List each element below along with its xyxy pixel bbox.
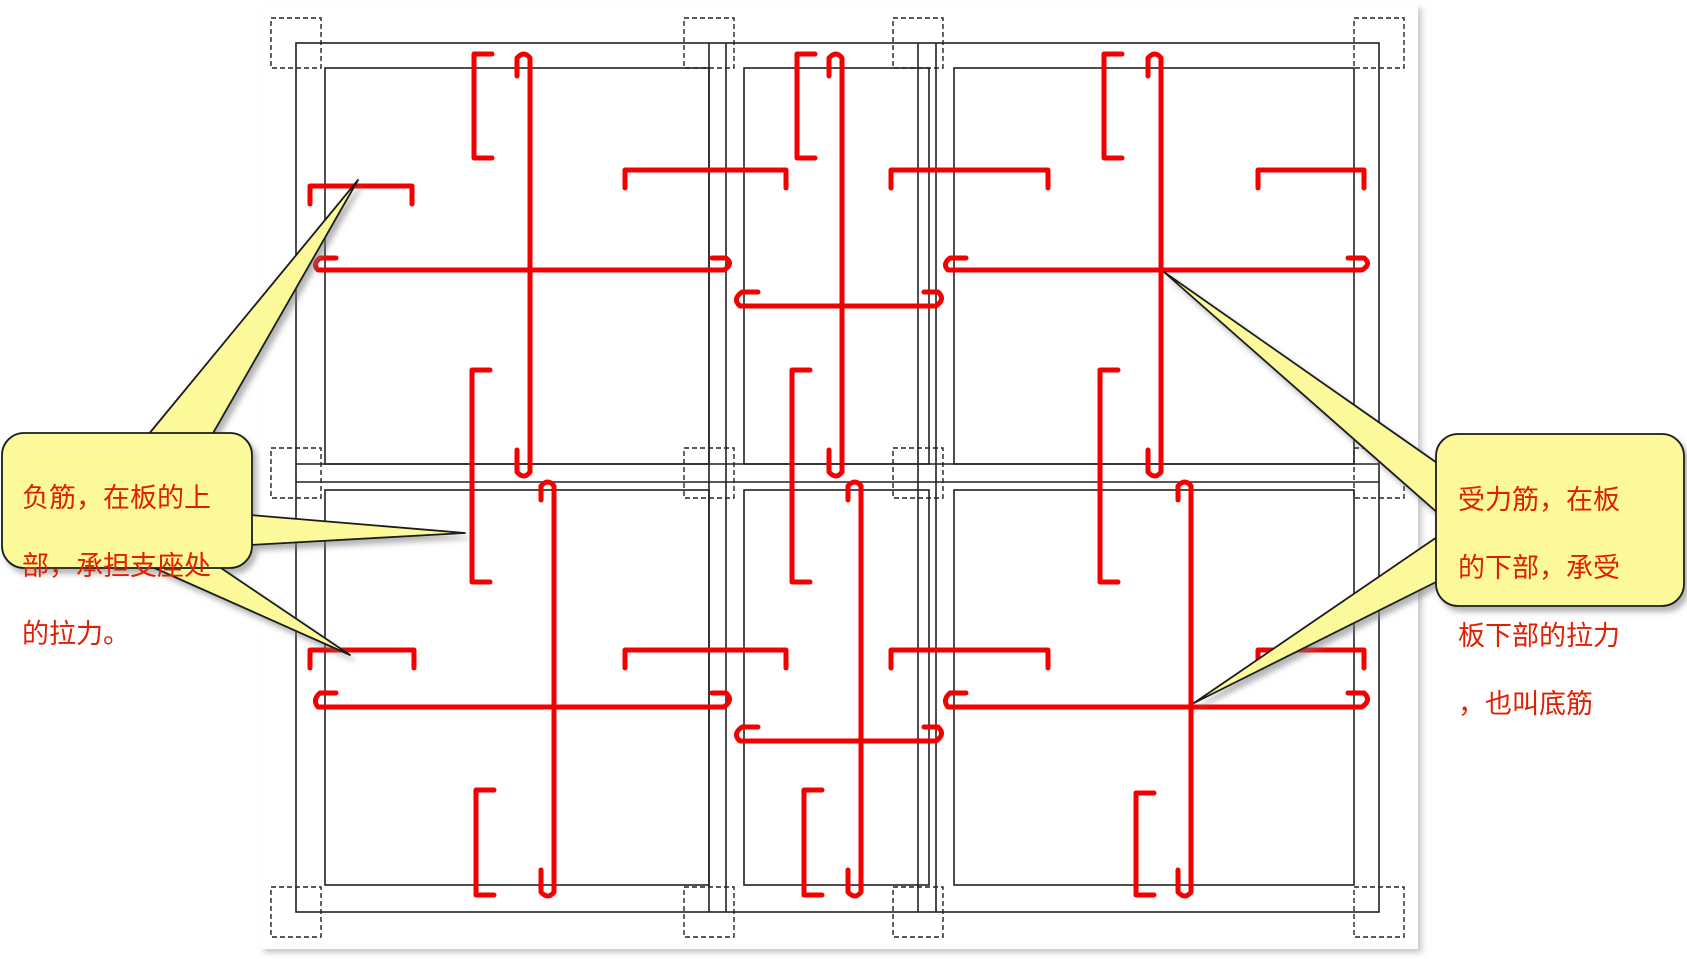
slab-panel xyxy=(324,489,710,886)
negative-bar-horizontal xyxy=(307,647,417,671)
callout-main-rebar xyxy=(1163,271,1685,704)
negative-bar-horizontal xyxy=(307,183,415,207)
negative-bar-horizontal xyxy=(622,167,789,191)
callout-line: 板下部的拉力 xyxy=(1458,621,1620,652)
slab-panel xyxy=(743,489,930,886)
callout-negative-rebar-text: 负筋，在板的上 部，承担支座处 的拉力。 xyxy=(22,448,248,686)
callout-line: 负筋，在板的上 xyxy=(22,483,211,514)
column-marker xyxy=(270,886,322,938)
column-marker xyxy=(683,17,735,69)
bottom-bar-horizontal xyxy=(734,289,944,309)
bottom-bar-vertical xyxy=(514,51,533,479)
negative-bar-vertical xyxy=(469,367,493,585)
callout-line: 受力筋，在板 xyxy=(1458,485,1620,516)
negative-bar-vertical xyxy=(1101,51,1125,161)
negative-bar-vertical xyxy=(1097,367,1121,585)
column-marker xyxy=(892,886,944,938)
slab-panel xyxy=(953,489,1355,886)
bottom-bar-vertical xyxy=(845,479,864,899)
bottom-bar-vertical xyxy=(1175,479,1194,899)
outer-frame xyxy=(295,42,1380,913)
negative-bar-vertical xyxy=(789,367,813,585)
bottom-bar-horizontal xyxy=(312,690,732,710)
negative-bar-vertical xyxy=(473,787,497,898)
column-marker xyxy=(683,886,735,938)
negative-bar-vertical xyxy=(471,51,495,161)
callout-line: 的拉力。 xyxy=(22,619,130,650)
bottom-bar-horizontal xyxy=(942,255,1370,273)
bottom-bar-vertical xyxy=(1145,51,1164,479)
column-marker xyxy=(270,17,322,69)
callout-line: 的下部，承受 xyxy=(1458,553,1620,584)
negative-bar-horizontal xyxy=(888,167,1051,191)
callout-negative-rebar xyxy=(1,179,466,656)
bottom-bar-horizontal xyxy=(734,724,944,744)
callout-line: ，也叫底筋 xyxy=(1458,689,1593,720)
negative-bar-horizontal xyxy=(1255,167,1367,191)
slab-panel xyxy=(743,67,930,465)
bottom-bar-vertical xyxy=(538,479,557,899)
column-marker xyxy=(270,447,322,499)
negative-bar-vertical xyxy=(801,787,825,898)
column-marker xyxy=(1353,886,1405,938)
slab-panel xyxy=(953,67,1355,465)
callout-main-rebar-text: 受力筋，在板 的下部，承受 板下部的拉力 ，也叫底筋 xyxy=(1458,450,1680,756)
column-marker xyxy=(1353,17,1405,69)
rebar-layer xyxy=(307,51,1370,899)
bottom-bar-vertical xyxy=(826,51,845,479)
column-marker xyxy=(892,447,944,499)
negative-bar-vertical xyxy=(1133,790,1157,898)
negative-bar-horizontal xyxy=(888,647,1051,671)
bottom-bar-horizontal xyxy=(312,255,732,273)
column-marker xyxy=(892,17,944,69)
negative-bar-vertical xyxy=(794,51,818,161)
callout-line: 部，承担支座处 xyxy=(22,551,211,582)
bottom-bar-horizontal xyxy=(942,690,1370,710)
negative-bar-horizontal xyxy=(622,647,789,671)
column-markers xyxy=(270,17,1405,938)
column-marker xyxy=(683,447,735,499)
